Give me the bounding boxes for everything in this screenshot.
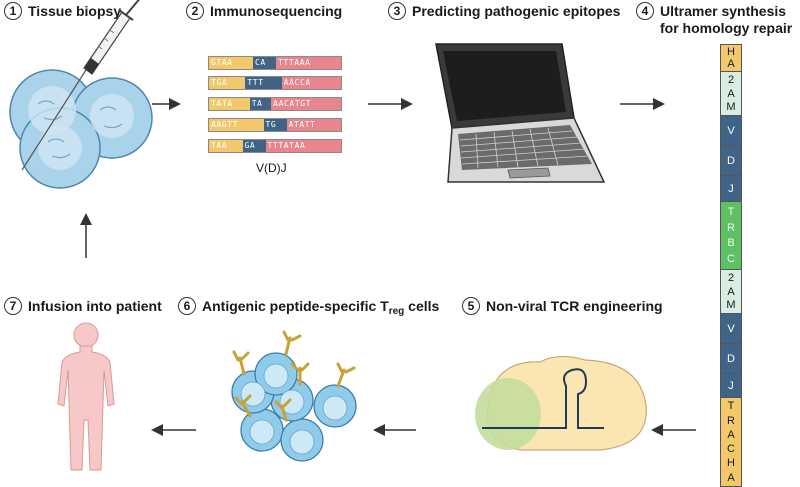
sequence-segment-j: TTTAAA (276, 57, 341, 69)
cell-nucleus (28, 86, 76, 134)
vdj-label: V(D)J (256, 161, 287, 175)
step-3-label: 3 Predicting pathogenic epitopes (388, 2, 621, 20)
construct-segment: J (721, 374, 741, 398)
step-number: 6 (178, 297, 196, 315)
sequence-segment-j: AACATGT (271, 98, 341, 110)
construct-segment: V (721, 314, 741, 344)
step-number: 7 (4, 297, 22, 315)
step-6-label: 6 Antigenic peptide-specific Treg cells (178, 297, 440, 320)
flow-arrows (80, 98, 696, 436)
construct-segment: D (721, 344, 741, 374)
step-number: 1 (4, 2, 22, 20)
step-4-label: 4 Ultramer synthesis for homology repair (636, 2, 793, 37)
step-number: 5 (462, 297, 480, 315)
sequence-segment-d: TG (263, 119, 287, 131)
step-number: 3 (388, 2, 406, 20)
sequence-segment-d: CA (253, 57, 276, 69)
construct-segment: J (721, 176, 741, 202)
sequence-segment-j: ATATT (286, 119, 341, 131)
step-7-label: 7 Infusion into patient (4, 297, 162, 315)
sequence-segment-j: TTTATAA (265, 140, 341, 152)
sequence-segment-d: GA (242, 140, 266, 152)
construct-segment: V (721, 116, 741, 146)
sequence-segment-v: GTAA (209, 57, 253, 69)
step-number: 2 (186, 2, 204, 20)
step-title-line-1: Ultramer synthesis (660, 3, 787, 19)
sequence-segment-d: TTT (245, 77, 282, 89)
step-number: 4 (636, 2, 654, 20)
sequence-segment-v: AAGTT (209, 119, 264, 131)
step-title: Antigenic peptide-specific Treg cells (202, 298, 440, 317)
step-title: Predicting pathogenic epitopes (412, 3, 621, 19)
step-title: Non-viral TCR engineering (486, 298, 663, 314)
sequence-segment-v: TGA (209, 77, 246, 89)
construct-segment: D (721, 146, 741, 176)
cell-nucleus (90, 94, 134, 138)
sequence-segment-v: TATA (209, 98, 250, 110)
step-title: Infusion into patient (28, 298, 162, 314)
treg-cells-illustration (231, 330, 357, 462)
sequence-segment-j: AACCA (281, 77, 341, 89)
step-2-label: 2 Immunosequencing (186, 2, 343, 20)
biopsy-cells-illustration (9, 69, 153, 189)
step-5-label: 5 Non-viral TCR engineering (462, 297, 663, 315)
sequence-segment-d: TA (249, 98, 272, 110)
step-title: Immunosequencing (210, 3, 343, 19)
step-1-label: 1 Tissue biopsy (4, 2, 122, 20)
step-title-line-2: for homology repair (660, 20, 793, 36)
laptop-icon (435, 43, 606, 183)
cell-nucleus (38, 126, 82, 170)
syringe-icon (21, 0, 140, 171)
nucleus-illustration (475, 355, 647, 451)
sequence-segment-v: TAA (209, 140, 243, 152)
patient-body-icon (57, 322, 115, 471)
step-title: Tissue biopsy (28, 3, 122, 19)
